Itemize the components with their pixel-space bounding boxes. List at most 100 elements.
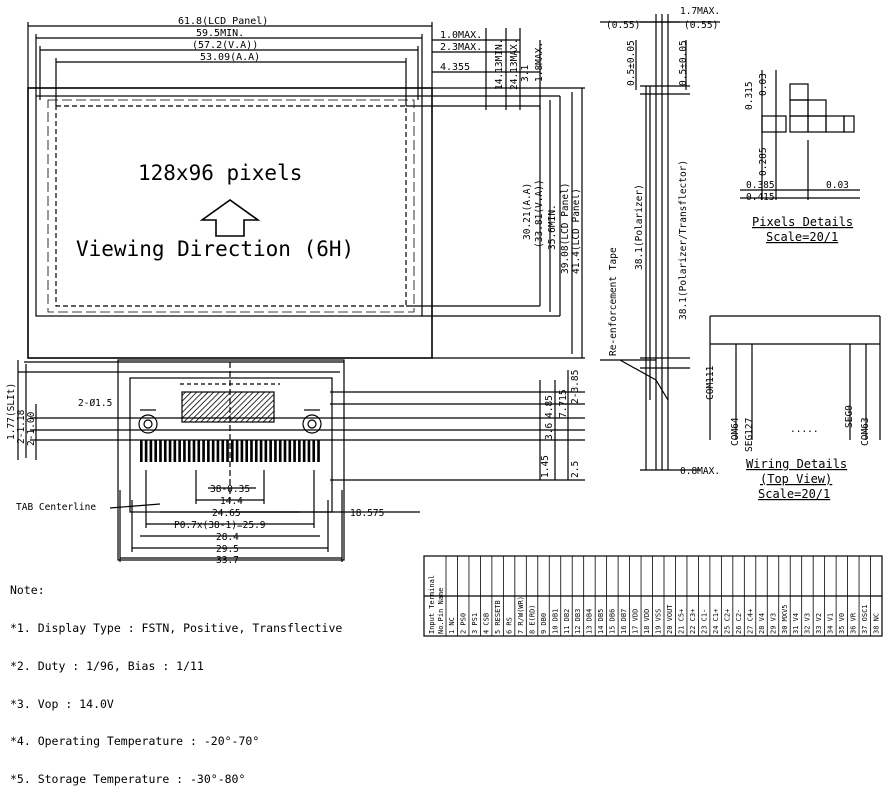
wiring-label: SEG127 (744, 418, 755, 452)
pin-label: 27 C4+ (746, 609, 754, 634)
note-3: *3. Vop : 14.0V (10, 696, 114, 711)
dim-label: 0.5±0.05 (678, 40, 689, 86)
pin-label: 11 DB2 (563, 609, 571, 634)
pin-label: 4 CSB (482, 613, 490, 634)
pin-label: 8 E(RD) (528, 604, 536, 634)
pin-label: 26 C2- (735, 609, 743, 634)
tape-label: Re-enforcement Tape (608, 247, 619, 356)
notes: Note: *1. Display Type : FSTN, Positive,… (10, 559, 342, 798)
pixel-details-title: Pixels Details (752, 215, 853, 229)
dim-label: 1.77(SLIt) (6, 383, 17, 440)
wiring-label: COM64 (730, 417, 741, 446)
fpc-pin (173, 440, 177, 462)
pin-label: 38 NC (873, 613, 881, 634)
wiring-dots: ..... (790, 424, 819, 435)
pin-label: 3 PS1 (471, 613, 479, 634)
wiring-label: SEG0 (844, 405, 855, 428)
pin-label: 9 DB0 (540, 613, 548, 634)
wiring-details-scale: Scale=20/1 (758, 487, 830, 501)
dim-label: 0.5±0.05 (626, 40, 637, 86)
fpc-pin (278, 440, 282, 462)
dim-label: 4.85 (544, 395, 555, 418)
fpc-pin (159, 440, 162, 462)
pin-label: 30 MXV5 (781, 604, 789, 634)
dim-label: 2.3MAX. (440, 42, 482, 53)
fpc-pin (149, 440, 153, 462)
pin-label: 29 V3 (769, 613, 777, 634)
polarizer-label: 38.1(Polarizer/Transflector) (678, 160, 689, 320)
pin-label: 25 C2+ (723, 609, 731, 634)
dim-label: P0.7x(38-1)=25.9 (174, 520, 266, 531)
pin-label: 24 C1+ (712, 609, 720, 634)
pin-table-header: No.Pin Name (437, 588, 445, 634)
wiring-details-title: Wiring Details (746, 457, 847, 471)
fpc-pin (211, 440, 215, 462)
fpc-pin (245, 440, 248, 462)
pin-label: 34 V1 (827, 613, 835, 634)
fpc-pin (288, 440, 292, 462)
fpc-pin (312, 440, 316, 462)
aa-width-label: 53.09(A.A) (200, 52, 260, 63)
lcd-panel-outline (27, 87, 433, 359)
fpc-pin (259, 440, 263, 462)
fpc-pin (154, 440, 157, 462)
pin-label: 37 OSC1 (861, 604, 869, 634)
fpc-pin (187, 440, 191, 462)
pin-label: 23 C1- (700, 609, 708, 634)
pixel-detail-squares (761, 83, 855, 133)
dim-label: 3.6 (544, 423, 555, 440)
pin-label: 16 DB7 (620, 609, 628, 634)
fpc-pin (140, 440, 143, 462)
dim-label: 2.5 (570, 461, 581, 478)
pin-label: 13 DB4 (586, 609, 594, 634)
dim-label: 30.21(A.A) (522, 183, 533, 240)
dim-label: 1.0MAX. (440, 30, 482, 41)
viewing-direction-label: Viewing Direction (6H) (76, 237, 354, 261)
wiring-label: COM63 (860, 417, 871, 446)
pin-label: 33 V2 (815, 613, 823, 634)
tab-centerline-label: TAB Centerline (16, 502, 96, 513)
fpc-pin (221, 440, 225, 462)
min-width-label: 59.5MIN. (196, 28, 244, 39)
pin-label: 18 VDD (643, 609, 651, 634)
fpc-pin (235, 440, 239, 462)
fpc-pin (269, 440, 272, 462)
wiring-details-subtitle: (Top View) (760, 472, 832, 486)
note-1: *1. Display Type : FSTN, Positive, Trans… (10, 620, 343, 635)
dim-label: 1.8MAX. (534, 42, 545, 82)
va-width-label: (57.2(V.A)) (192, 40, 258, 51)
fpc-pin-array (140, 440, 320, 462)
fpc-pin (168, 440, 172, 462)
pin-label: 35 V0 (838, 613, 846, 634)
pin-label: 2 PS0 (460, 613, 468, 634)
fpc-pin (144, 440, 148, 462)
fpc-pin (307, 440, 311, 462)
fpc-pin (226, 440, 229, 462)
dim-label: 0.385 (746, 180, 775, 191)
pin-label: 1 NC (448, 617, 456, 634)
fpc-body (117, 359, 345, 561)
pixel-details-scale: Scale=20/1 (766, 230, 838, 244)
pin-label: 32 V3 (804, 613, 812, 634)
ic-area (181, 391, 275, 423)
dim-label: 18.575 (350, 508, 384, 519)
dim-label: 35.6MIN. (547, 204, 558, 250)
dim-label: 2-1.18 (16, 409, 27, 444)
fpc-pin (202, 440, 205, 462)
dim-label: 2-3.85 (570, 370, 581, 404)
pin-label: 6 RS (505, 617, 513, 634)
fpc-pin (293, 440, 296, 462)
pin-label: 15 DB6 (609, 609, 617, 634)
dim-label: 33.7 (216, 555, 239, 566)
mounting-hole-right (302, 414, 322, 434)
wiring-label: COM111 (705, 365, 716, 400)
fpc-pin (207, 440, 210, 462)
note-5: *5. Storage Temperature : -30°-80° (10, 772, 246, 787)
dim-label: 1.45 (540, 455, 551, 478)
dim-label: 41.4(LCD Panel) (571, 188, 582, 274)
fpc-pin (302, 440, 306, 462)
pin-label: 21 C5+ (678, 609, 686, 634)
fpc-pin (283, 440, 287, 462)
dim-label: 14.4 (220, 496, 243, 507)
fpc-pin (298, 440, 301, 462)
